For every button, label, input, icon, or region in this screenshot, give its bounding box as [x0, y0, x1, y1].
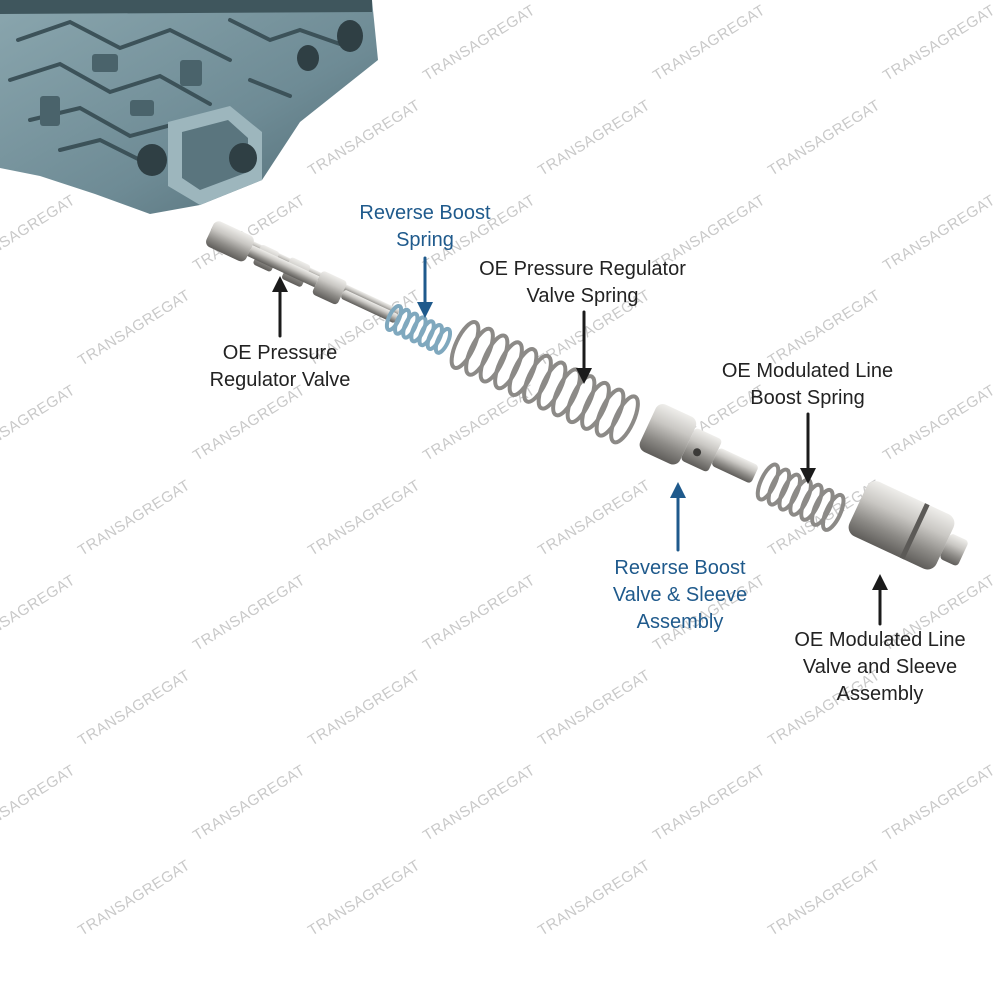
label-line: Valve Spring [526, 285, 639, 307]
arrow-reverse-boost-spring [417, 256, 433, 318]
label-pressure-regulator-spring: OE Pressure Regulator Valve Spring [455, 256, 710, 310]
label-line: Assembly [636, 611, 724, 633]
modulated-line-boost-spring-part [755, 462, 846, 532]
label-pressure-regulator-valve: OE Pressure Regulator Valve [185, 340, 375, 394]
label-line: Regulator Valve [209, 369, 351, 391]
arrow-pressure-regulator-spring [576, 310, 592, 384]
label-line: Valve and Sleeve [802, 656, 958, 678]
arrow-pressure-regulator-valve [272, 276, 288, 338]
label-line: Valve & Sleeve [612, 584, 748, 606]
label-line: OE Pressure Regulator [479, 258, 686, 280]
reverse-boost-valve-part [639, 404, 758, 483]
label-line: Boost Spring [750, 387, 865, 409]
label-line: Assembly [836, 683, 924, 705]
label-line: OE Modulated Line [794, 629, 966, 651]
pressure-regulator-spring-part [449, 320, 640, 445]
label-line: Reverse Boost [359, 202, 491, 224]
label-line: OE Modulated Line [721, 360, 894, 382]
arrow-modulated-line-boost-spring [800, 412, 816, 484]
label-modulated-line-boost-spring: OE Modulated Line Boost Spring [700, 358, 915, 412]
arrow-reverse-boost-valve [670, 482, 686, 552]
label-line: Spring [396, 229, 454, 251]
leader-arrows [272, 256, 888, 626]
label-modulated-line-valve: OE Modulated Line Valve and Sleeve Assem… [770, 627, 990, 708]
label-reverse-boost-spring: Reverse Boost Spring [335, 200, 515, 254]
pressure-regulator-valve-part [206, 221, 401, 323]
label-reverse-boost-valve: Reverse Boost Valve & Sleeve Assembly [590, 555, 770, 636]
arrow-modulated-line-valve [872, 574, 888, 626]
label-line: Reverse Boost [614, 557, 746, 579]
label-line: OE Pressure [222, 342, 338, 364]
valve-body-casting [0, 0, 378, 214]
reverse-boost-spring-part [384, 304, 453, 355]
modulated-line-valve-part [848, 481, 968, 570]
